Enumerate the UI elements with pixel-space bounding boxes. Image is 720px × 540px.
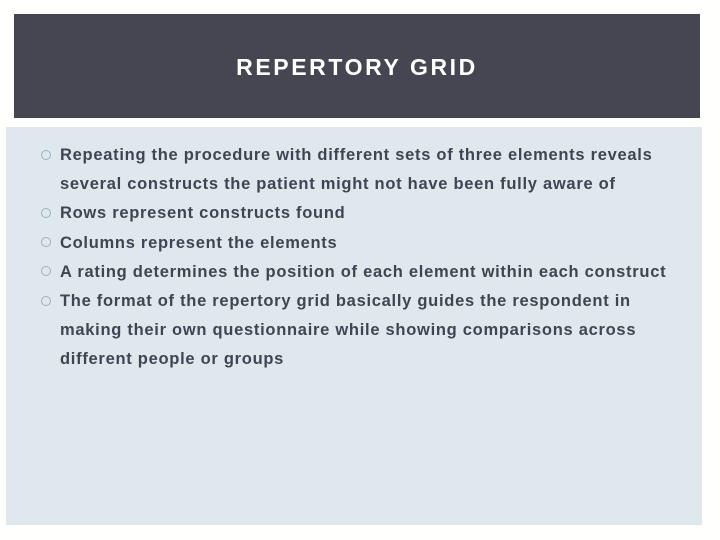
hollow-circle-bullet-icon xyxy=(41,207,51,218)
bullet-list: Repeating the procedure with different s… xyxy=(40,141,690,375)
hollow-circle-bullet-icon xyxy=(41,266,51,277)
hollow-circle-bullet-icon xyxy=(41,237,51,248)
list-item-text: A rating determines the position of each… xyxy=(60,262,667,281)
list-item-text: Repeating the procedure with different s… xyxy=(60,146,653,194)
list-item-text: The format of the repertory grid basical… xyxy=(60,292,637,369)
list-item: Rows represent constructs found xyxy=(40,199,690,228)
list-item: Repeating the procedure with different s… xyxy=(40,141,690,199)
hollow-circle-bullet-icon xyxy=(41,295,51,306)
page-title: REPERTORY GRID xyxy=(236,54,478,80)
list-item-text: Rows represent constructs found xyxy=(60,204,346,223)
list-item: A rating determines the position of each… xyxy=(40,258,690,287)
hollow-circle-bullet-icon xyxy=(41,149,51,160)
list-item: Columns represent the elements xyxy=(40,229,690,258)
slide-title-band: REPERTORY GRID xyxy=(14,14,700,118)
slide-content-panel: Repeating the procedure with different s… xyxy=(6,127,702,525)
list-item: The format of the repertory grid basical… xyxy=(40,287,690,375)
list-item-text: Columns represent the elements xyxy=(60,233,338,252)
